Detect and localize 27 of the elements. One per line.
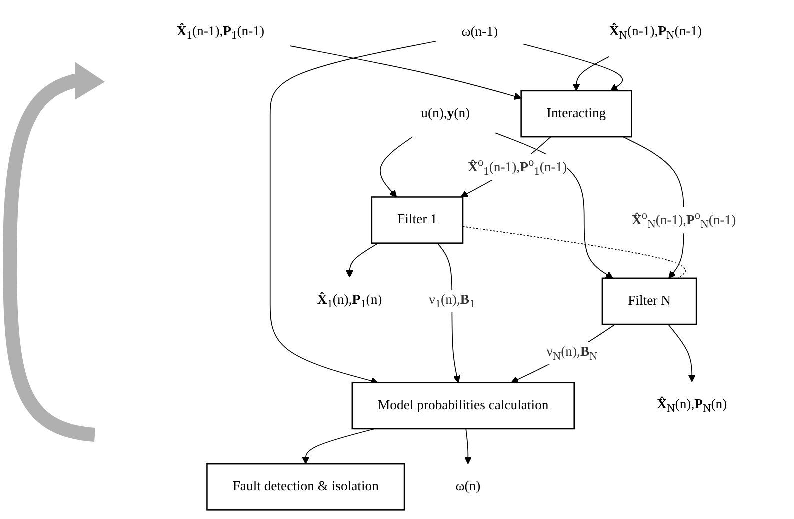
node-text: X̂$_{1}$(n),P$_{1}$(n) <box>317 292 382 310</box>
edge-label: ν$_{1}$(n),B$_{1}$ <box>429 292 476 310</box>
arrow <box>523 44 624 92</box>
node-box: Interacting <box>520 90 632 138</box>
arrow <box>495 132 614 279</box>
node-text: X̂$_{1}$(n-1),P$_{1}$(n-1) <box>176 24 265 42</box>
edge-label: ν$_{N}$(n),B$_{N}$ <box>546 345 598 362</box>
node-text: ω(n) <box>456 479 481 494</box>
arrow <box>511 324 616 384</box>
arrow <box>290 46 522 100</box>
node-text: X̂$_{N}$(n-1),P$_{N}$(n-1) <box>609 24 702 42</box>
arrow <box>380 136 414 198</box>
node-box: Fault detection & isolation <box>206 463 406 511</box>
arrow <box>302 428 376 464</box>
edge-label: X̂$^{o}$$_{1}$(n-1),P$^{o}$$_{1}$(n-1) <box>468 156 568 178</box>
node-text: X̂$_{N}$(n),P$_{N}$(n) <box>657 397 728 415</box>
arrow <box>346 242 379 278</box>
node-box: Model probabilities calculation <box>352 382 575 430</box>
edge-label: X̂$^{o}$$_{N}$(n-1),P$^{o}$$_{N}$(n-1) <box>632 208 736 231</box>
connector <box>462 226 686 279</box>
node-box: Filter 1 <box>371 196 464 244</box>
node-text: u(n),y(n) <box>421 106 470 121</box>
node-box: Filter N <box>602 278 698 326</box>
arrow <box>572 56 610 92</box>
arrow <box>464 428 472 464</box>
node-text: ω(n-1) <box>462 25 498 40</box>
arrow <box>668 324 696 382</box>
